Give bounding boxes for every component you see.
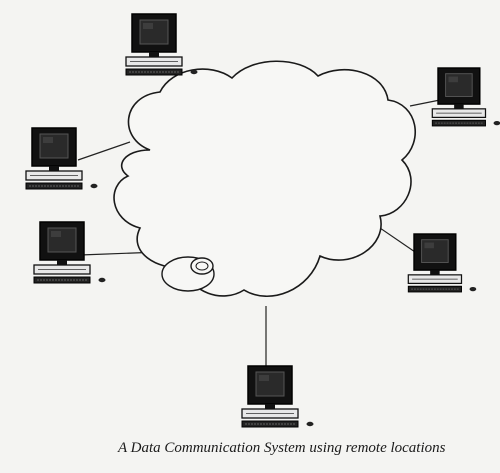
computer-left-lower: [33, 221, 107, 284]
diagram-caption: A Data Communication System using remote…: [118, 440, 446, 456]
link-left-upper: [77, 141, 131, 161]
computer-bottom: [241, 365, 315, 428]
link-right-upper: [409, 99, 441, 107]
connection-lines: [77, 69, 441, 368]
computer-left-upper: [25, 127, 99, 190]
computer-right-upper: [431, 67, 500, 127]
computer-right-lower: [407, 233, 477, 293]
link-right-lower: [379, 227, 419, 255]
network-cloud: [113, 60, 417, 298]
computer-top: [125, 13, 199, 76]
